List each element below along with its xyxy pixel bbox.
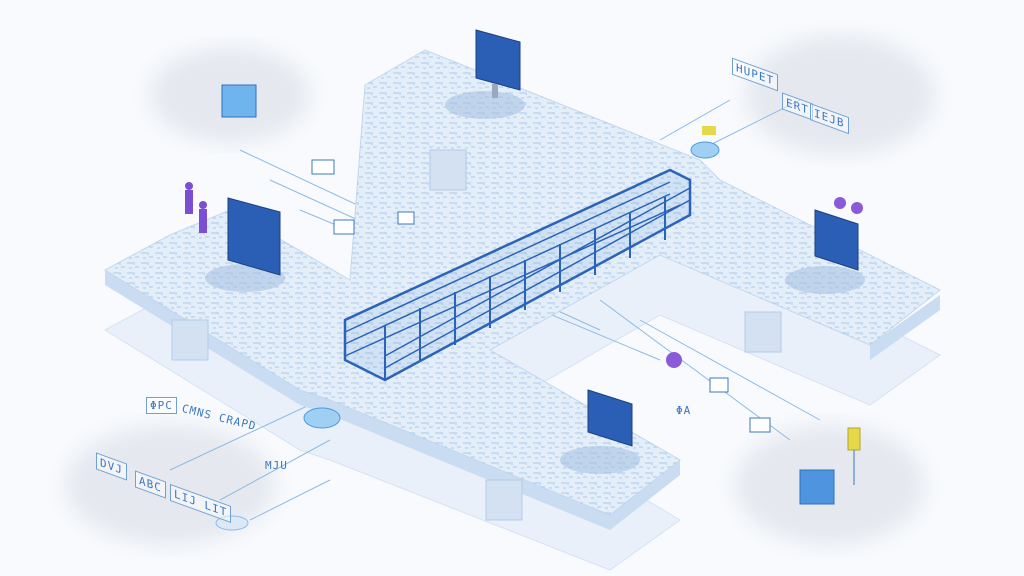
cube-icons <box>311 159 771 433</box>
purple-node-icon <box>834 197 846 209</box>
monitor <box>785 209 865 294</box>
battery-icon <box>847 427 861 451</box>
monitor <box>205 197 285 292</box>
server-box <box>485 479 523 521</box>
platform-texture <box>105 50 940 515</box>
monitor <box>560 389 640 474</box>
cloud-top-right <box>745 35 935 155</box>
device-cube <box>799 469 835 505</box>
hub-node <box>690 141 720 159</box>
fence-bridge <box>343 168 692 382</box>
device-cube <box>221 84 257 118</box>
purple-node-icon <box>666 352 682 368</box>
label-phpc: ΦPC <box>146 397 177 414</box>
server-box <box>744 311 782 353</box>
purple-node-icon <box>851 202 863 214</box>
server-box <box>429 149 467 191</box>
label-small-left: MJU <box>265 459 288 472</box>
label-mid: ΦA <box>676 404 692 417</box>
people-figures <box>185 182 207 233</box>
platform-side-right <box>870 295 940 360</box>
key-icon <box>702 126 716 135</box>
server-box <box>171 319 209 361</box>
hub-node <box>303 407 341 429</box>
monitor <box>445 29 525 119</box>
